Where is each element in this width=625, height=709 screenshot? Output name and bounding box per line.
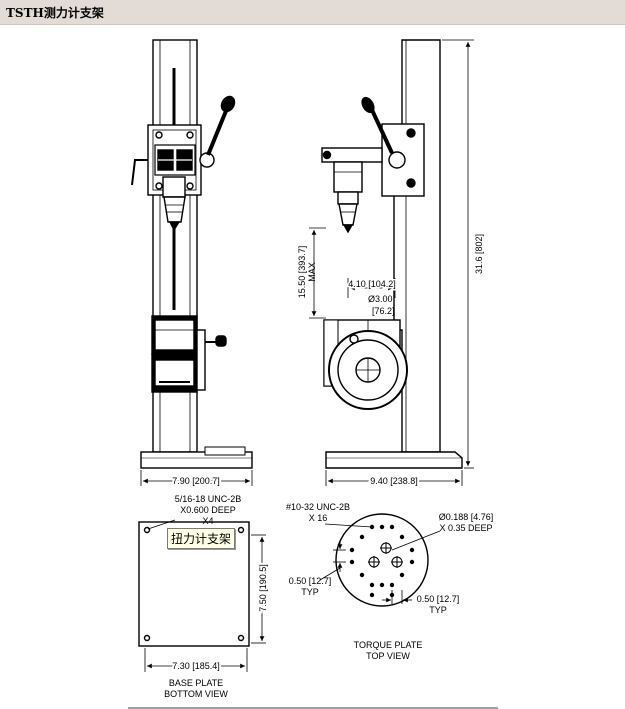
torque-thread-count-label: X 16 — [309, 513, 328, 523]
base-thread-label: 5/16-18 UNC-2B — [175, 494, 242, 504]
page-header: TSTH测力计支架 — [0, 0, 625, 25]
torque-hole-label: Ø0.188 [4.76] — [439, 512, 494, 522]
base-plate-caption: BASE PLATE — [169, 678, 223, 688]
base-thread-count-label: X4 — [202, 516, 213, 526]
torque-hole-depth-label: X 0.35 DEEP — [439, 523, 492, 533]
bore-dim-label: Ø3.00 — [368, 294, 393, 304]
offset-dim-label: 4.10 [104.2] — [348, 279, 396, 289]
stroke-dim-label: 15.50 [393.7] — [297, 246, 307, 299]
torque-spacing-right-label: 0.50 [12.7] — [417, 594, 460, 604]
front-width-label: 7.90 [200.7] — [172, 476, 220, 486]
height-dim-label: 31.6 [802] — [474, 234, 484, 274]
bore-dim-metric-label: [76.2] — [372, 306, 395, 316]
base-plate-view-caption: BOTTOM VIEW — [164, 689, 228, 699]
torque-plate-center-holes — [368, 542, 403, 568]
base-thread-depth-label: X0.600 DEEP — [180, 505, 236, 515]
base-plate-dimensions — [144, 519, 266, 672]
base-height-dim-label: 7.50 [190.5] — [258, 564, 268, 612]
hover-callout: 扭力计支架 — [167, 528, 236, 549]
stroke-dim-max-label: MAX — [307, 262, 317, 282]
side-dimensions — [309, 39, 474, 486]
torque-plate — [335, 513, 429, 607]
torque-plate-view-caption: TOP VIEW — [366, 651, 410, 661]
torque-plate-dimensions — [319, 523, 441, 604]
front-width-dimension — [140, 470, 253, 486]
base-width-dim-label: 7.30 [185.4] — [172, 661, 220, 671]
torque-plate-caption: TORQUE PLATE — [354, 640, 423, 650]
front-view — [131, 39, 253, 469]
torque-plate-holes — [349, 524, 415, 598]
side-view — [321, 39, 463, 469]
torque-spacing-left-typ-label: TYP — [301, 587, 319, 597]
torque-spacing-left-label: 0.50 [12.7] — [289, 576, 332, 586]
torque-thread-label: #10-32 UNC-2B — [286, 502, 350, 512]
base-dim-label: 9.40 [238.8] — [370, 476, 418, 486]
page-title: TSTH测力计支架 — [6, 6, 104, 20]
torque-spacing-right-typ-label: TYP — [429, 605, 447, 615]
